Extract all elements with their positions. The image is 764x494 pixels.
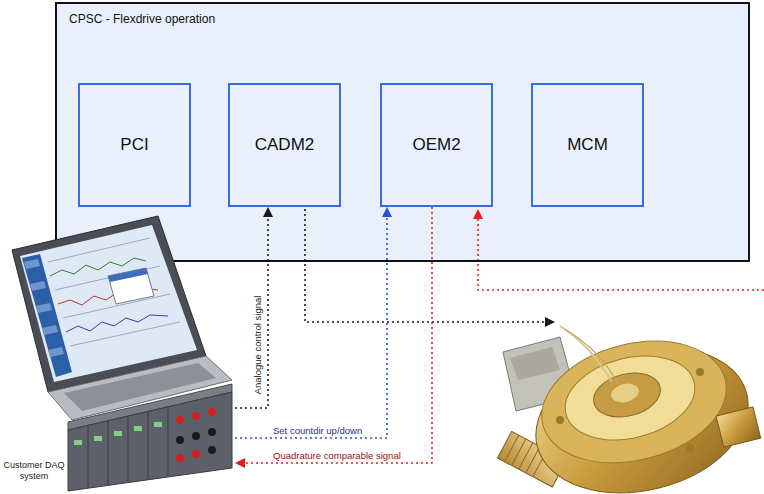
daq-illustration (88, 426, 89, 488)
device-illustration (510, 347, 560, 380)
module-name: OEM2 (412, 135, 460, 155)
arrowhead (263, 207, 273, 217)
daq-illustration (108, 268, 154, 304)
device-illustration (556, 416, 564, 424)
daq-illustration (30, 281, 46, 291)
module-box: OEM2 (380, 83, 493, 207)
daq-illustration (114, 431, 122, 436)
device-illustration (556, 343, 703, 453)
daq-illustration (66, 315, 168, 332)
daq-illustration (74, 440, 82, 445)
daq-illustration (70, 322, 180, 346)
daq-illustration (24, 259, 40, 269)
device-illustration (512, 439, 526, 465)
daq-illustration (154, 422, 162, 427)
arrowhead (382, 207, 392, 217)
daq-illustration (12, 216, 232, 491)
signal-wire (545, 317, 555, 327)
daq-illustration (176, 454, 184, 462)
device-illustration (716, 407, 761, 447)
module-box: CADM2 (228, 83, 341, 207)
daq-illustration (36, 303, 52, 313)
daq-illustration (168, 407, 169, 476)
daq-illustration (22, 254, 72, 377)
daq-illustration (176, 416, 184, 424)
device-illustration (505, 435, 519, 461)
frame-title: CPSC - Flexdrive operation (69, 12, 215, 26)
daq-illustration (208, 408, 216, 416)
signal-connector (235, 217, 387, 438)
signal-wire (305, 209, 545, 322)
device-illustration (498, 323, 764, 494)
module-name: CADM2 (255, 135, 315, 155)
device-illustration (696, 368, 704, 376)
signal-label: Set countdir up/down (272, 425, 363, 436)
device-illustration (716, 407, 761, 447)
device-illustration (609, 381, 641, 405)
arrowhead (235, 458, 245, 468)
module-box: PCI (78, 83, 191, 207)
signal-label: Quadrature comparable signal (272, 450, 402, 461)
device-illustration (526, 446, 540, 472)
daq-illustration (94, 436, 102, 441)
daq-illustration (42, 325, 58, 335)
signal-wire (473, 209, 483, 219)
daq-illustration (108, 421, 109, 485)
daq-illustration (128, 416, 129, 482)
signal-connector (235, 217, 268, 408)
device-illustration (566, 330, 618, 384)
daq-system: Customer DAQ system (2, 212, 235, 492)
signal-label: Analogue control signal (252, 295, 263, 396)
module-box: MCM (531, 83, 644, 207)
daq-illustration (176, 436, 184, 444)
system-caption: Customer DAQ system (2, 460, 66, 482)
signal-wire (478, 219, 764, 290)
device-illustration (686, 444, 694, 452)
device-illustration (589, 366, 665, 423)
daq-illustration (20, 225, 197, 382)
device-illustration (529, 323, 739, 481)
daq-illustration (192, 412, 200, 420)
daq-illustration (2, 212, 235, 492)
daq-illustration (192, 432, 200, 440)
signal-connector (245, 207, 432, 463)
module-name: PCI (120, 135, 148, 155)
daq-illustration (192, 450, 200, 458)
daq-illustration (108, 268, 148, 282)
daq-illustration (208, 428, 216, 436)
device-illustration (519, 443, 533, 469)
daq-illustration (134, 426, 142, 431)
daq-illustration (48, 347, 64, 357)
module-name: MCM (567, 135, 608, 155)
daq-illustration (68, 392, 232, 491)
daq-illustration (208, 446, 216, 454)
edge-layer (235, 207, 432, 468)
device-illustration (560, 326, 612, 382)
daq-illustration (148, 411, 149, 479)
signal-wire (305, 209, 764, 327)
